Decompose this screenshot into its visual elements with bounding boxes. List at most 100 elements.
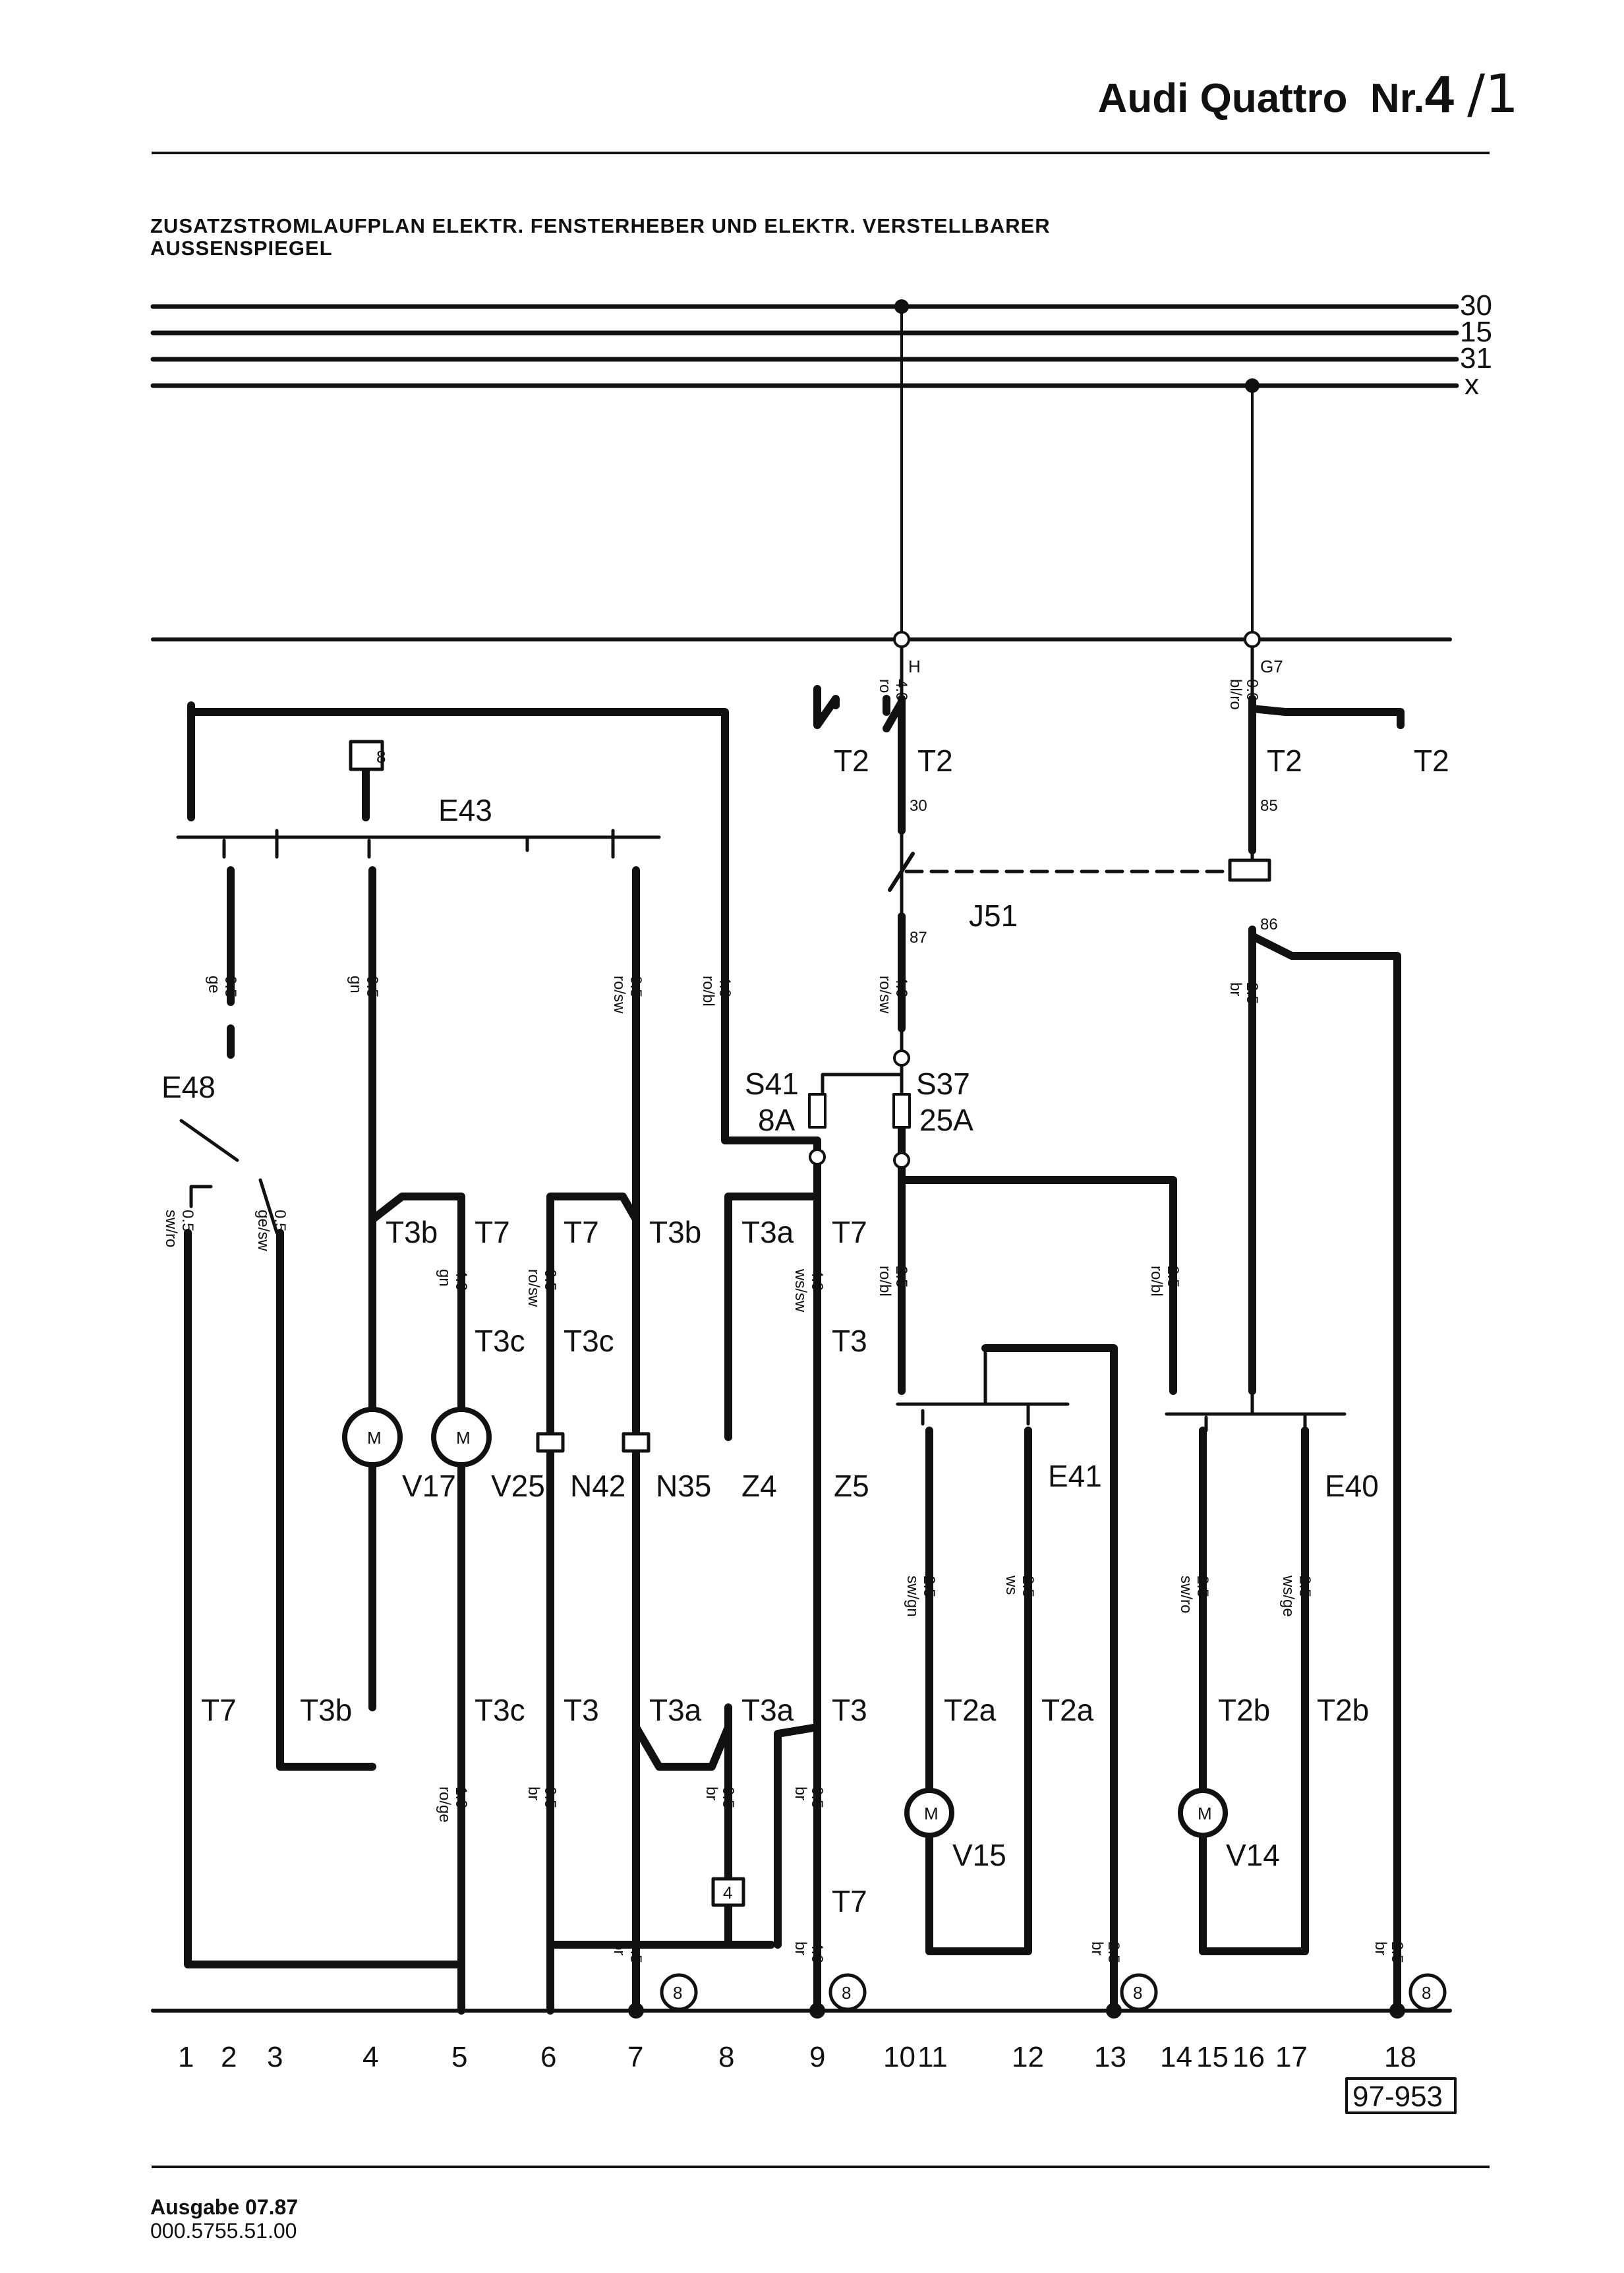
relay-j51-label: J51 xyxy=(969,899,1018,933)
connector-t2b-15: T2b xyxy=(1218,1693,1270,1727)
track-10: 10 xyxy=(883,2041,915,2073)
diagram-caption: ZUSATZSTROMLAUFPLAN ELEKTR. FENSTERHEBER… xyxy=(150,215,1051,260)
wire-gauge-robl: 4.0 xyxy=(716,976,734,997)
drawing-ref-box xyxy=(1345,2077,1457,2114)
track-2: 2 xyxy=(221,2041,237,2073)
wire-gauge-gnd-18: 2.5 xyxy=(1388,1941,1406,1963)
wire-track-8 xyxy=(632,1703,732,1949)
caption-line-1: ZUSATZSTROMLAUFPLAN ELEKTR. FENSTERHEBER… xyxy=(150,214,1051,237)
wire-gauge-e43-6: 0.5 xyxy=(627,976,645,997)
switch-e48 xyxy=(179,1119,279,1235)
wire-color-86: br xyxy=(1227,982,1244,996)
wire-color-e41-1: sw/gn xyxy=(904,1576,921,1617)
wire-gauge-e48-2: 0.5 xyxy=(179,1210,196,1231)
ground-box-e43-label: 8 xyxy=(376,747,386,767)
wire-gauge-t3-6: 0.5 xyxy=(541,1786,559,1808)
ground-circle-18 xyxy=(1408,1973,1447,2011)
fuse-s41-rating: 8A xyxy=(758,1103,796,1137)
wire-track-13 xyxy=(981,1344,1118,2015)
wire-color-robl: ro/bl xyxy=(699,976,717,1007)
motor-v15-label: V15 xyxy=(952,1838,1006,1872)
ground-circle-13 xyxy=(1120,1973,1158,2011)
nr-label: Nr. xyxy=(1370,76,1425,121)
wire-color-t3-6: br xyxy=(525,1786,542,1800)
wire-gauge-h: 4.0 xyxy=(892,679,910,701)
terminal-s37-out xyxy=(893,1152,910,1169)
terminal-h xyxy=(893,631,910,648)
mirror-z4-label: Z4 xyxy=(741,1469,777,1503)
relay-contact xyxy=(888,852,915,892)
wire-gauge-e41-2: 2.5 xyxy=(1019,1576,1037,1597)
top-rule xyxy=(152,152,1490,154)
wire-gauge-e40-3: 2.5 xyxy=(1164,1266,1182,1287)
connector-t2-a: T2 xyxy=(834,744,869,778)
wire-color-e40-3: ro/bl xyxy=(1147,1266,1165,1297)
wire-gauge-gnd-7: 0.5 xyxy=(627,1941,645,1963)
bottom-rule xyxy=(152,2166,1490,2168)
track-7: 7 xyxy=(627,2041,643,2073)
nr-value: 4 xyxy=(1424,65,1455,123)
ground-box-4 xyxy=(711,1877,745,1907)
switch-e43-contacts xyxy=(176,829,661,859)
ground-7-label: 8 xyxy=(673,1983,682,2003)
pin-86: 86 xyxy=(1260,916,1278,933)
connector-t3a-8: T3a xyxy=(741,1215,794,1249)
wire-color-e48-2: sw/ro xyxy=(162,1210,180,1247)
ground-18-label: 8 xyxy=(1422,1983,1431,2003)
connector-t7-9b: T7 xyxy=(832,1884,867,1918)
relay-coil xyxy=(1228,858,1271,882)
bus-label-x: x xyxy=(1464,369,1479,401)
connector-t3-9: T3 xyxy=(832,1324,867,1358)
wire-color-gnd-13: br xyxy=(1088,1941,1106,1955)
connector-t3a-8b: T3a xyxy=(741,1693,794,1727)
fuse-s41-label: S41 xyxy=(745,1067,799,1101)
wire-color-gnd-7: br xyxy=(610,1941,628,1955)
wire-z5-ground xyxy=(774,1723,821,1949)
track-15: 15 xyxy=(1196,2041,1229,2073)
track-18: 18 xyxy=(1384,2041,1416,2073)
wire-t2-pair xyxy=(813,685,906,732)
wire-v15-loop xyxy=(925,1427,1032,1955)
wire-gauge-87: 4.0 xyxy=(892,976,910,997)
wire-robl-loop xyxy=(187,708,821,1171)
wire-color-s37: ro/bl xyxy=(876,1266,894,1297)
wire-color-t3-9: br xyxy=(792,1786,809,1800)
junction-x xyxy=(1245,378,1260,393)
switch-e41-contacts xyxy=(896,1346,1070,1426)
wire-color-g7: bl/ro xyxy=(1227,679,1244,710)
wire-color-t7-6: ro/sw xyxy=(525,1269,542,1307)
wire-color-e40-2: ws/ge xyxy=(1279,1575,1297,1617)
bus-label-30: 30 xyxy=(1460,289,1492,322)
wire-track-3 xyxy=(276,1229,376,1771)
wire-gauge-e40-2: 2.5 xyxy=(1296,1576,1314,1597)
connector-t3c-5: T3c xyxy=(475,1324,525,1358)
connector-t7-1: T7 xyxy=(201,1693,237,1727)
wire-gauge-t7-5: 4.0 xyxy=(452,1269,470,1291)
fuse-s37 xyxy=(892,1093,911,1129)
wire-t7-gn xyxy=(368,1193,465,2015)
terminal-h-label: H xyxy=(908,657,921,676)
wire-fuse-split xyxy=(821,1073,904,1116)
wire-color-h: ro xyxy=(876,679,894,693)
wire-gauge-g7: 0.6 xyxy=(1243,679,1261,701)
wire-color-gnd-18: br xyxy=(1372,1941,1389,1955)
wire-track-18 xyxy=(1248,932,1401,2015)
track-3: 3 xyxy=(267,2041,283,2073)
track-5: 5 xyxy=(451,2041,467,2073)
switch-e40-contacts xyxy=(1165,1389,1347,1432)
model-title: Audi Quattro xyxy=(1097,76,1348,121)
connector-t7-5: T7 xyxy=(475,1215,510,1249)
drawing-ref: 97-953 xyxy=(1352,2081,1443,2113)
wire-color-t7-5: gn xyxy=(436,1269,453,1287)
track-8: 8 xyxy=(718,2041,734,2073)
heater-n42-label: N42 xyxy=(570,1469,625,1503)
wire-color-gnd-9: br xyxy=(792,1941,809,1955)
wire-gauge-t7-6: 0.5 xyxy=(541,1269,559,1291)
connector-t3c-5b: T3c xyxy=(475,1693,525,1727)
motor-v25-symbol: M xyxy=(456,1428,471,1448)
wire-track-6 xyxy=(546,1703,775,1949)
ground-box-4-label: 4 xyxy=(723,1883,732,1903)
pin-85: 85 xyxy=(1260,797,1278,815)
ground-junction-7 xyxy=(628,2003,644,2019)
pin-30: 30 xyxy=(910,797,927,815)
